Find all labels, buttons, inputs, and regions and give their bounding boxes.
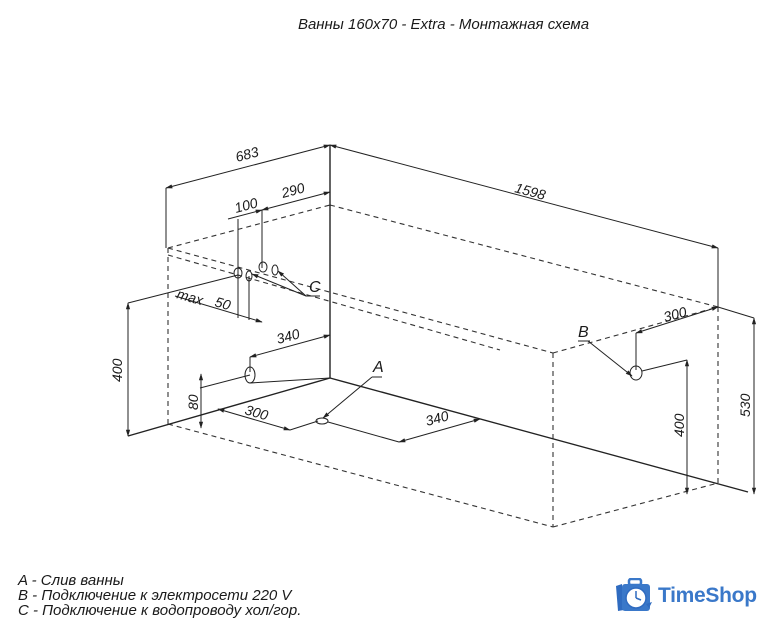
svg-text:300: 300 bbox=[662, 303, 689, 325]
svg-text:C: C bbox=[309, 279, 321, 296]
bathtub-outline bbox=[127, 145, 749, 528]
diagram-title: Ванны 160x70 - Extra - Монтажная схема bbox=[297, 16, 590, 33]
water-connection-c: C bbox=[233, 261, 321, 320]
svg-text:530: 530 bbox=[737, 393, 753, 417]
svg-text:100: 100 bbox=[233, 194, 260, 216]
dim-max-50: max 50 bbox=[127, 274, 263, 323]
legend: A - Слив ванны B - Подключение к электро… bbox=[18, 573, 301, 618]
electrical-b: 300 400 B bbox=[578, 303, 719, 495]
svg-text:1598: 1598 bbox=[513, 179, 547, 203]
svg-text:340: 340 bbox=[424, 407, 451, 429]
legend-item-b: B - Подключение к электросети 220 V bbox=[18, 587, 292, 604]
drain-a: 340 80 300 340 A bbox=[185, 325, 481, 443]
dim-400-left: 400 bbox=[109, 302, 131, 437]
svg-text:max: max bbox=[175, 286, 206, 309]
clock-bag-icon bbox=[616, 578, 652, 611]
svg-text:300: 300 bbox=[243, 402, 270, 424]
dim-290-100: 290 100 bbox=[227, 179, 331, 318]
svg-text:A: A bbox=[372, 359, 384, 376]
svg-text:290: 290 bbox=[279, 179, 307, 201]
dim-683: 683 bbox=[165, 143, 331, 248]
svg-text:B: B bbox=[578, 324, 589, 341]
svg-text:50: 50 bbox=[213, 294, 233, 314]
svg-text:400: 400 bbox=[671, 413, 687, 437]
dim-530: 530 bbox=[717, 306, 757, 495]
legend-item-c: C - Подключение к водопроводу хол/гор. bbox=[18, 602, 302, 619]
svg-text:80: 80 bbox=[185, 394, 201, 410]
svg-text:683: 683 bbox=[234, 143, 261, 165]
timeshop-logo: TimeShop bbox=[612, 578, 757, 614]
logo-text: TimeShop bbox=[658, 584, 757, 607]
svg-text:340: 340 bbox=[275, 325, 302, 347]
dim-1598: 1598 bbox=[329, 144, 719, 307]
legend-item-a: A - Слив ванны bbox=[18, 572, 124, 589]
svg-text:400: 400 bbox=[109, 358, 125, 382]
